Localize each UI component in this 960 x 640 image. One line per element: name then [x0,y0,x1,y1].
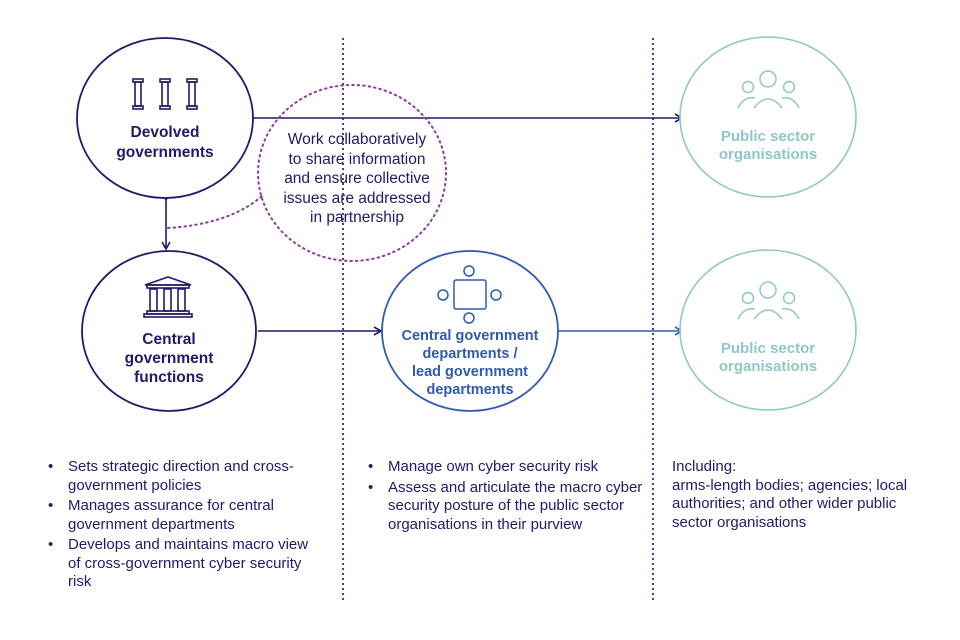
bullet-icon: • [48,458,54,475]
devolved-governments-circle[interactable] [76,37,254,199]
people-group-icon [737,281,800,320]
list-item: •Assess and articulate the macro cyber s… [368,478,643,533]
including-text: arms-length bodies; agencies; local auth… [672,476,908,531]
bullet-icon: • [48,536,54,553]
devolved-governments-label: Devolved governments [116,124,214,161]
middle-column-responsibilities: •Manage own cyber security risk •Assess … [366,458,646,536]
government-building-icon [143,276,193,318]
including-heading: Including: [672,458,737,475]
meeting-table-icon [437,265,502,324]
right-column-description: Including: arms-length bodies; agencies;… [672,458,932,532]
list-item: •Manages assurance for central governmen… [48,497,274,533]
list-item: •Manage own cyber security risk [368,458,599,475]
public-sector-top-label: Public sector organisations [718,128,818,163]
bullet-icon: • [48,497,54,514]
bullet-icon: • [368,478,374,496]
list-item: •Develops and maintains macro view of cr… [48,536,309,590]
list-item: •Sets strategic direction and cross-gove… [48,458,294,494]
collaboration-circle [257,84,447,262]
public-sector-bottom-label: Public sector organisations [718,340,818,375]
collaboration-connector [167,195,263,229]
central-government-functions-label: Central government functions [124,331,214,386]
three-pillars-icon [132,78,198,110]
central-government-departments-circle[interactable] [381,250,559,412]
central-government-departments-label: Central government departments / lead go… [401,328,539,398]
left-column-responsibilities: •Sets strategic direction and cross-gove… [46,458,316,594]
public-sector-organisations-circle-top[interactable] [679,36,857,198]
people-group-icon [737,70,800,109]
central-government-functions-circle[interactable] [81,250,257,412]
bullet-icon: • [368,458,374,475]
public-sector-organisations-circle-bottom[interactable] [679,249,857,411]
collaboration-text: Work collaboratively to share informatio… [283,131,431,226]
